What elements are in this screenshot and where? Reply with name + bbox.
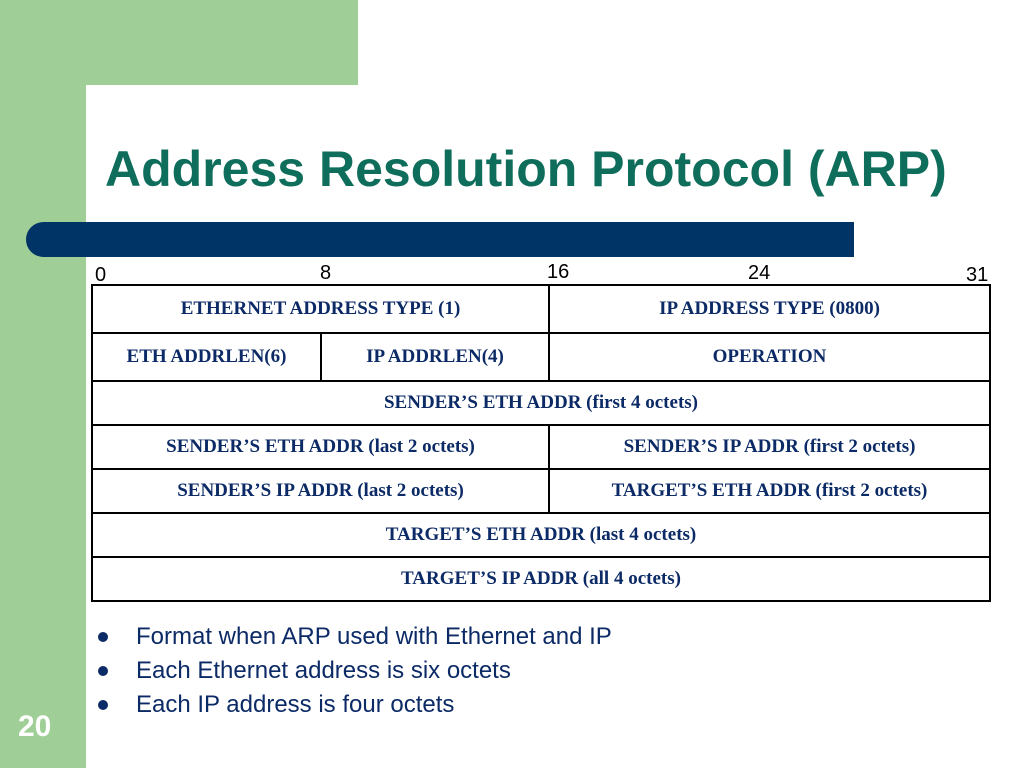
bullet-text: Each Ethernet address is six octets [136, 657, 511, 684]
table-row: ETHERNET ADDRESS TYPE (1) IP ADDRESS TYP… [91, 284, 991, 334]
field-target-eth-addr-last: TARGET’S ETH ADDR (last 4 octets) [91, 512, 991, 558]
bullet-text: Each IP address is four octets [136, 691, 455, 718]
bullet-list: Format when ARP used with Ethernet and I… [96, 620, 612, 722]
list-item: Each Ethernet address is six octets [96, 654, 612, 688]
table-row: SENDER’S ETH ADDR (last 2 octets) SENDER… [91, 424, 991, 470]
field-target-ip-addr: TARGET’S IP ADDR (all 4 octets) [91, 556, 991, 602]
bit-tick-24: 24 [748, 262, 771, 284]
bullet-dot-icon [98, 666, 108, 676]
bullet-dot-icon [98, 632, 108, 642]
field-ethernet-address-type: ETHERNET ADDRESS TYPE (1) [91, 284, 550, 334]
slide-number: 20 [18, 710, 52, 743]
bit-tick-0: 0 [95, 264, 107, 286]
bit-tick-16: 16 [547, 261, 570, 283]
title-underline-bar [26, 222, 854, 257]
field-sender-eth-addr-first: SENDER’S ETH ADDR (first 4 octets) [91, 380, 991, 426]
field-sender-eth-addr-last: SENDER’S ETH ADDR (last 2 octets) [91, 424, 550, 470]
arp-packet-format-table: ETHERNET ADDRESS TYPE (1) IP ADDRESS TYP… [91, 284, 991, 602]
field-ip-address-type: IP ADDRESS TYPE (0800) [548, 284, 991, 334]
table-row: TARGET’S ETH ADDR (last 4 octets) [91, 512, 991, 558]
field-sender-ip-addr-first: SENDER’S IP ADDR (first 2 octets) [548, 424, 991, 470]
bit-tick-8: 8 [320, 262, 332, 284]
table-row: SENDER’S IP ADDR (last 2 octets) TARGET’… [91, 468, 991, 514]
bullet-dot-icon [98, 700, 108, 710]
field-ip-addrlen: IP ADDRLEN(4) [320, 332, 550, 382]
field-target-eth-addr-first: TARGET’S ETH ADDR (first 2 octets) [548, 468, 991, 514]
list-item: Format when ARP used with Ethernet and I… [96, 620, 612, 654]
field-sender-ip-addr-last: SENDER’S IP ADDR (last 2 octets) [91, 468, 550, 514]
bit-tick-31: 31 [966, 264, 989, 286]
table-row: SENDER’S ETH ADDR (first 4 octets) [91, 380, 991, 426]
background-green-strip [0, 0, 86, 768]
field-eth-addrlen: ETH ADDRLEN(6) [91, 332, 322, 382]
field-operation: OPERATION [548, 332, 991, 382]
list-item: Each IP address is four octets [96, 688, 612, 722]
table-row: ETH ADDRLEN(6) IP ADDRLEN(4) OPERATION [91, 332, 991, 382]
slide-title: Address Resolution Protocol (ARP) [105, 141, 947, 197]
bullet-text: Format when ARP used with Ethernet and I… [136, 623, 612, 650]
table-row: TARGET’S IP ADDR (all 4 octets) [91, 556, 991, 602]
